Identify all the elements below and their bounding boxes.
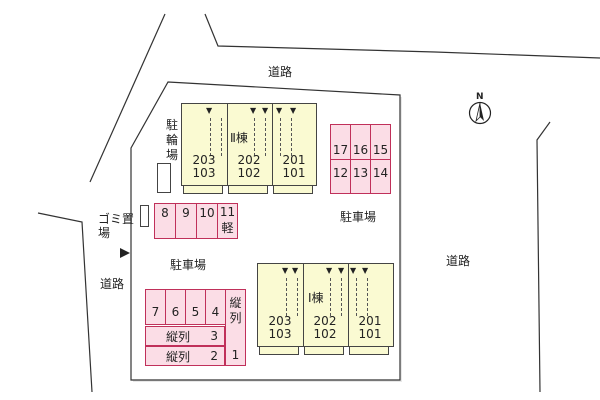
- road-label-east: 道路: [446, 254, 471, 268]
- tandem-1-num: 1: [231, 348, 240, 362]
- tandem-1-label: 縦列: [229, 296, 242, 325]
- parking-space: 8: [154, 203, 176, 239]
- compass-letter: N: [476, 92, 484, 102]
- stairs: [254, 118, 266, 156]
- parking-label-east: 駐車場: [340, 210, 377, 224]
- entrance-marker-icon: ▼: [250, 106, 257, 115]
- tandem-space-1: 縦列 1: [225, 289, 246, 366]
- parking-space: 15: [370, 124, 391, 160]
- entrance-arrow-icon: [120, 248, 130, 258]
- road-label-west: 道路: [100, 277, 125, 291]
- stairs: [210, 118, 222, 156]
- entrance-marker-icon: ▼: [262, 106, 269, 115]
- parking-space: 6: [165, 289, 186, 325]
- building-1-balcony: [259, 347, 299, 355]
- entrance-marker-icon: ▼: [206, 106, 213, 115]
- stairs: [330, 278, 342, 316]
- parking-space: 17: [330, 124, 351, 160]
- parking-space: 10: [196, 203, 218, 239]
- entrance-marker-icon: ▼: [350, 266, 357, 275]
- bicycle-parking-area: [157, 163, 171, 193]
- entrance-marker-icon: ▼: [292, 266, 299, 275]
- entrance-marker-icon: ▼: [276, 106, 283, 115]
- north-road-edge: [204, 13, 600, 59]
- building-1-balcony: [304, 347, 344, 355]
- garbage-area-box: [140, 205, 149, 227]
- entrance-marker-icon: ▼: [282, 266, 289, 275]
- parking-space: 7: [145, 289, 166, 325]
- northwest-road-edge: [89, 13, 166, 183]
- stairs: [280, 118, 292, 156]
- east-road-edge: [536, 121, 551, 393]
- garbage-area-label: ゴミ置場: [98, 212, 135, 240]
- parking-space: 13: [350, 159, 371, 194]
- entrance-marker-icon: ▼: [326, 266, 333, 275]
- parking-space: 16: [350, 124, 371, 160]
- parking-space: 14: [370, 159, 391, 194]
- parking-space: 5: [185, 289, 206, 325]
- entrance-marker-icon: ▼: [290, 106, 297, 115]
- building-2-name: Ⅱ棟: [230, 131, 248, 145]
- road-label-north: 道路: [268, 65, 293, 79]
- parking-label-west: 駐車場: [170, 258, 207, 272]
- parking-space: 12: [330, 159, 351, 194]
- compass: N: [468, 92, 494, 126]
- building-2-balcony: [228, 186, 268, 194]
- entrance-marker-icon: ▼: [338, 266, 345, 275]
- parking-space: 4: [205, 289, 226, 325]
- building-2-balcony: [273, 186, 313, 194]
- stairs: [356, 278, 368, 316]
- entrance-marker-icon: ▼: [362, 266, 369, 275]
- building-1-name: Ⅰ棟: [308, 291, 324, 305]
- north-arrow-icon: [468, 101, 492, 125]
- building-2-balcony: [183, 186, 223, 194]
- bicycle-parking-label: 駐輪場: [166, 118, 179, 162]
- stairs: [286, 278, 298, 316]
- parking-space: 9: [175, 203, 197, 239]
- building-1-balcony: [349, 347, 389, 355]
- west-road-edge: [37, 212, 93, 393]
